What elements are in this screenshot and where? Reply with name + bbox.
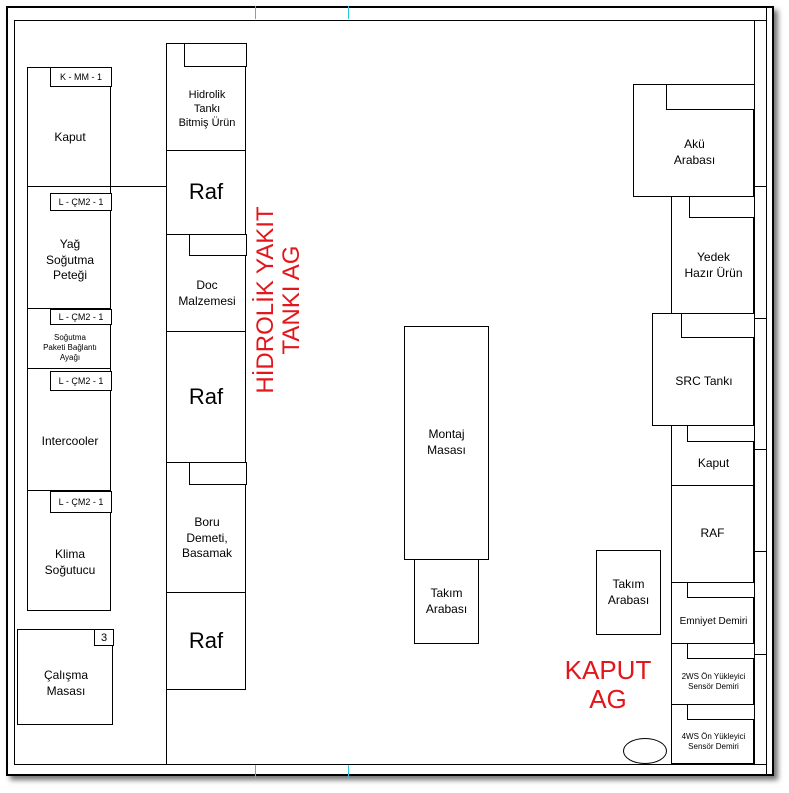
sogutma-ayagi-station: L - ÇM2 - 1 Soğutma Paketi Bağlantı Ayağ…: [27, 308, 112, 369]
inner-wall-bottom: [14, 764, 767, 765]
door-marker-top-right: [348, 6, 349, 19]
boru-demeti-shelf: Boru Demeti, Basamak: [166, 462, 247, 593]
shelf-label: Boru Demeti, Basamak: [181, 515, 233, 561]
shelf-label: Hidrolik Tankı Bitmiş Ürün: [178, 88, 236, 130]
emniyet-demiri: Emniyet Demiri: [671, 582, 755, 644]
kaput-station: K - MM - 1 Kaput: [27, 67, 112, 187]
yag-sogutma-station: L - ÇM2 - 1 Yağ Soğutma Peteği: [27, 186, 112, 309]
inner-wall-left: [14, 20, 15, 765]
strip-divider: [754, 654, 767, 655]
doc-malzemesi-shelf: Doc Malzemesi: [166, 234, 247, 332]
raf-shelf-3: Raf: [166, 592, 246, 690]
calisma-masasi: 3 Çalışma Masası: [17, 629, 114, 725]
station-label: Intercooler: [41, 433, 99, 448]
kaput-ag-area-label: KAPUT AG: [564, 655, 652, 714]
src-tanki: SRC Tankı: [652, 313, 755, 426]
oval-marker: [623, 738, 667, 764]
station-label: Kaput: [697, 456, 730, 471]
intercooler-station: L - ÇM2 - 1 Intercooler: [27, 368, 112, 491]
door-marker-bottom-left: [255, 765, 256, 778]
right-outer-strip: [766, 6, 767, 776]
station-label: 4WS Ön Yükleyici Sensör Demiri: [681, 731, 746, 751]
takim-arabasi-center: Takım Arabası: [414, 559, 479, 644]
station-tag: L - ÇM2 - 1: [50, 193, 112, 211]
station-label: Yedek Hazır Ürün: [684, 250, 743, 280]
shelf-notch: [189, 234, 247, 256]
shelf-notch: [189, 462, 247, 485]
2ws-sensor-demiri: 2WS Ön Yükleyici Sensör Demiri: [671, 643, 755, 705]
inner-wall-top: [14, 20, 767, 21]
cart-notch: [666, 84, 755, 110]
station-tag: L - ÇM2 - 1: [50, 371, 112, 391]
strip-divider: [754, 186, 767, 187]
strip-divider: [754, 318, 767, 319]
kaput-right: Kaput: [671, 425, 755, 486]
shelf-label: Doc Malzemesi: [178, 278, 236, 308]
station-tag: K - MM - 1: [50, 67, 112, 87]
strip-divider: [754, 449, 767, 450]
montaj-masasi: Montaj Masası: [404, 326, 489, 560]
station-label: SRC Tankı: [675, 373, 733, 388]
raf-shelf-2: Raf: [166, 331, 246, 463]
station-label: Akü Arabası: [673, 137, 716, 167]
station-label: Klima Soğutucu: [44, 546, 96, 577]
station-label: Çalışma Masası: [43, 668, 88, 698]
4ws-sensor-demiri: 4WS Ön Yükleyici Sensör Demiri: [671, 704, 755, 764]
inner-wall-right: [754, 20, 755, 765]
station-tag: L - ÇM2 - 1: [50, 309, 112, 325]
table-number-badge: 3: [94, 629, 114, 646]
klima-station: L - ÇM2 - 1 Klima Soğutucu: [27, 490, 112, 611]
station-label: 2WS Ön Yükleyici Sensör Demiri: [681, 671, 746, 691]
shelf-notch: [687, 704, 755, 720]
station-tag: L - ÇM2 - 1: [50, 491, 112, 513]
hidrolik-tanki-shelf: Hidrolik Tankı Bitmiş Ürün: [166, 43, 247, 151]
tank-notch: [681, 313, 755, 338]
door-marker-top-left: [255, 6, 256, 19]
shelf-notch: [184, 43, 247, 67]
shelf-notch: [687, 425, 755, 442]
station-label: Emniyet Demiri: [679, 615, 748, 627]
station-label: Yağ Soğutma Peteği: [45, 237, 95, 283]
shelf-notch: [689, 196, 755, 218]
station-label: Soğutma Paketi Bağlantı Ayağı: [43, 332, 97, 362]
station-label: Kaput: [54, 130, 86, 145]
door-marker-bottom-right: [348, 765, 349, 778]
shelf-notch: [687, 643, 755, 659]
takim-arabasi-right: Takım Arabası: [596, 550, 661, 635]
strip-divider: [754, 551, 767, 552]
shelf-notch: [687, 582, 755, 598]
raf-right: RAF: [671, 485, 754, 583]
wall-divider-horizontal: [110, 186, 167, 187]
raf-shelf-1: Raf: [166, 150, 246, 235]
yedek-hazir-urun: Yedek Hazır Ürün: [671, 196, 755, 314]
hidrolik-yakit-area-label: HİDROLİK YAKIT TANKI AG: [252, 206, 306, 394]
aku-arabasi: Akü Arabası: [633, 84, 755, 197]
